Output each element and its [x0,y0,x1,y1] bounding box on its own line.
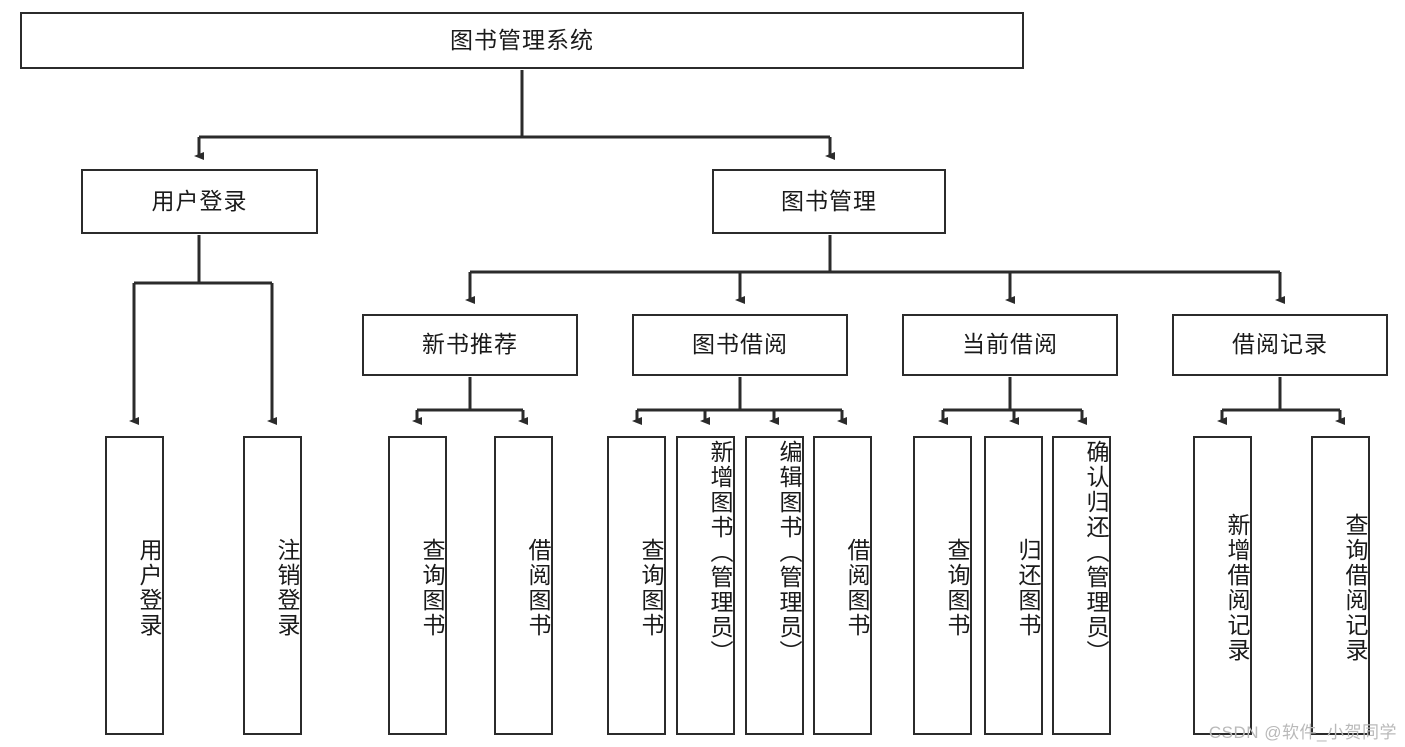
leaf-book-borrow-query-label: 查询图书 [638,537,664,638]
leaf-borrow-record-query-label: 查询借阅记录 [1342,512,1368,663]
node-book-borrow-label: 图书借阅 [692,331,788,358]
leaf-borrow-record-add[interactable]: 新增借阅记录 [1193,436,1252,735]
leaf-new-book-query-label: 查询图书 [419,537,445,638]
leaf-book-borrow-edit[interactable]: 编辑图书（管理员） [745,436,804,735]
leaf-current-borrow-confirm[interactable]: 确认归还（管理员） [1052,436,1111,735]
leaf-current-borrow-query-label: 查询图书 [944,537,970,638]
node-root-label: 图书管理系统 [450,26,594,53]
leaf-book-borrow-query[interactable]: 查询图书 [607,436,666,735]
node-root[interactable]: 图书管理系统 [20,12,1024,69]
leaf-current-borrow-query[interactable]: 查询图书 [913,436,972,735]
node-current-borrow[interactable]: 当前借阅 [902,314,1118,376]
leaf-book-borrow-lend[interactable]: 借阅图书 [813,436,872,735]
leaf-new-book-query[interactable]: 查询图书 [388,436,447,735]
leaf-new-book-borrow-label: 借阅图书 [525,537,551,638]
leaf-book-borrow-add-label: 新增图书（管理员） [707,440,733,665]
node-book-management-label: 图书管理 [781,187,877,214]
node-user-login[interactable]: 用户登录 [81,169,318,234]
node-borrow-record[interactable]: 借阅记录 [1172,314,1388,376]
leaf-user-login-signin-label: 用户登录 [136,537,162,638]
leaf-user-login-signin[interactable]: 用户登录 [105,436,164,735]
leaf-book-borrow-edit-label: 编辑图书（管理员） [776,440,802,665]
node-new-book-recommend-label: 新书推荐 [422,331,518,358]
leaf-current-borrow-return-label: 归还图书 [1015,537,1041,638]
leaf-book-borrow-lend-label: 借阅图书 [844,537,870,638]
leaf-book-borrow-add[interactable]: 新增图书（管理员） [676,436,735,735]
leaf-user-login-signout[interactable]: 注销登录 [243,436,302,735]
leaf-borrow-record-add-label: 新增借阅记录 [1224,512,1250,663]
node-user-login-label: 用户登录 [151,187,248,214]
node-new-book-recommend[interactable]: 新书推荐 [362,314,578,376]
node-current-borrow-label: 当前借阅 [962,331,1058,358]
leaf-user-login-signout-label: 注销登录 [274,537,300,638]
node-book-borrow[interactable]: 图书借阅 [632,314,848,376]
node-borrow-record-label: 借阅记录 [1232,331,1328,358]
leaf-current-borrow-confirm-label: 确认归还（管理员） [1083,440,1109,665]
leaf-borrow-record-query[interactable]: 查询借阅记录 [1311,436,1370,735]
leaf-new-book-borrow[interactable]: 借阅图书 [494,436,553,735]
node-book-management[interactable]: 图书管理 [712,169,946,234]
leaf-current-borrow-return[interactable]: 归还图书 [984,436,1043,735]
